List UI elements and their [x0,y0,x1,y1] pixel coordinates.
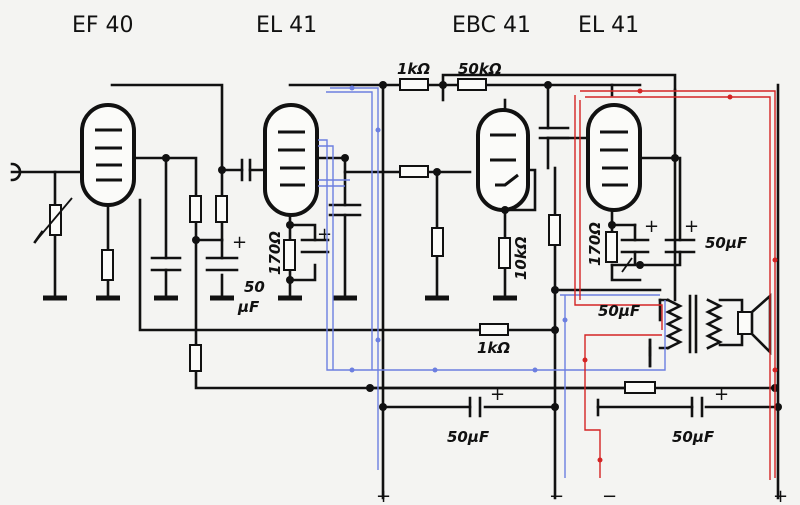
svg-text:+: + [714,384,729,405]
label-r-170-second: 170Ω [586,222,604,266]
terminal-minus-left: − [549,486,564,505]
svg-text:+: + [684,216,699,237]
terminal-minus-right: − [602,486,617,505]
terminal-plus-right: + [773,486,788,505]
component-values: 1kΩ 50kΩ 170Ω 10kΩ 170Ω 50μF 50 μF 50μF … [237,60,748,446]
current-trace-blue [318,85,666,478]
terminal-plus-left: + [376,486,391,505]
wiring [10,73,780,500]
svg-text:+: + [490,384,505,405]
svg-text:+: + [232,232,247,253]
label-c-50uf-bottom-right: 50μF [672,428,715,446]
input-potentiometer [49,204,62,236]
label-r-1k-bottom: 1kΩ [477,339,510,357]
label-c-50uf-mid: 50μF [598,302,641,320]
label-c-50-first: 50 [244,278,265,296]
speaker-icon [718,293,772,356]
label-r-170-first: 170Ω [266,231,284,275]
resistors [33,78,656,394]
tube-label-el41-second: EL 41 [578,13,639,38]
label-c-50-first-unit: μF [237,298,260,316]
tube-label-ef40: EF 40 [72,13,134,38]
label-r-1k-top: 1kΩ [397,60,430,78]
input-jack-icon [10,162,22,182]
tube-ebc41 [476,108,530,212]
ground-symbols [43,295,652,368]
svg-text:+: + [317,224,332,245]
tube-ef40 [80,103,136,207]
label-r-10k: 10kΩ [512,236,530,280]
output-transformer [648,294,723,357]
supply-terminals: + − − + [376,486,788,505]
label-r-50k-top: 50kΩ [458,60,502,78]
tube-label-el41-first: EL 41 [256,13,317,38]
label-c-50uf-right: 50μF [705,234,748,252]
tube-el41-second [586,103,642,212]
junction-dots [162,81,782,411]
tube-label-ebc41: EBC 41 [452,13,531,38]
current-trace-red [574,88,778,480]
tube-el41-first [263,103,319,217]
svg-text:+: + [644,216,659,237]
capacitors: + + + + + + [150,126,729,418]
label-c-50uf-bottom-left: 50μF [447,428,490,446]
